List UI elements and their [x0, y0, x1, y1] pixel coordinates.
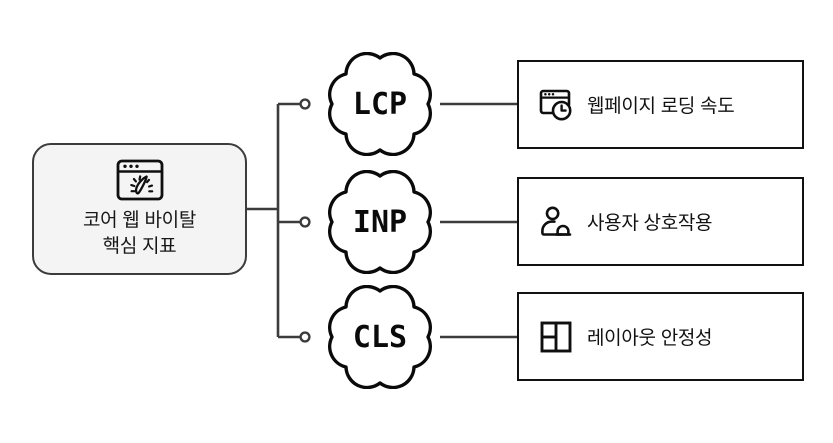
metric-node-inp[interactable]: INP — [316, 170, 444, 274]
metric-code-cls: CLS — [352, 319, 408, 355]
description-box-inp[interactable]: 사용자 상호작용 — [517, 177, 804, 266]
layout-grid-icon — [540, 321, 572, 352]
metric-node-lcp[interactable]: LCP — [316, 52, 444, 156]
cloud-shape-cls — [328, 285, 432, 389]
person-cursor-icon — [541, 205, 572, 236]
connector-dot-lcp — [299, 98, 311, 110]
description-box-cls[interactable]: 레이아웃 안정성 — [517, 292, 804, 381]
browser-clock-icon — [539, 89, 572, 121]
metric-code-lcp: LCP — [352, 86, 408, 122]
description-text-inp: 사용자 상호작용 — [587, 213, 713, 234]
connector-dot-inp — [299, 216, 311, 228]
root-node-core-web-vitals[interactable]: 코어 웹 바이탈 핵심 지표 — [32, 143, 247, 275]
metric-node-cls[interactable]: CLS — [316, 285, 444, 389]
description-box-lcp[interactable]: 웹페이지 로딩 속도 — [517, 60, 804, 149]
metric-code-inp: INP — [352, 204, 408, 240]
browser-speedometer-icon — [116, 159, 163, 201]
description-text-lcp: 웹페이지 로딩 속도 — [587, 96, 735, 117]
cloud-shape-inp — [328, 170, 432, 274]
cloud-shape-lcp — [328, 52, 432, 156]
description-text-cls: 레이아웃 안정성 — [587, 328, 713, 349]
connector-dot-cls — [299, 331, 311, 343]
root-node-label: 코어 웹 바이탈 핵심 지표 — [82, 209, 197, 257]
